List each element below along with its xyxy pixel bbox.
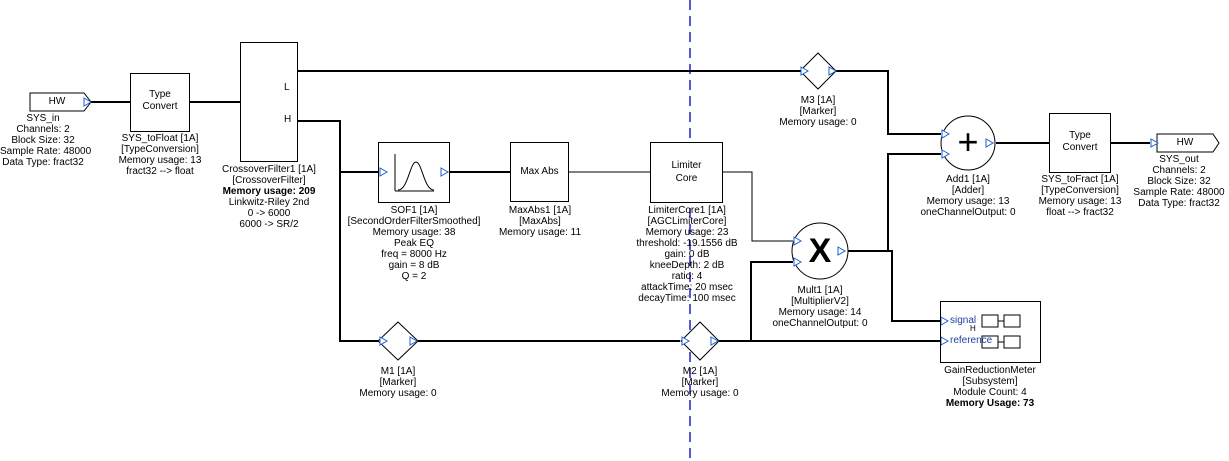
m3-label: M3 [1A][Marker]Memory usage: 0 — [779, 95, 857, 128]
mult1-label: Mult1 [1A][MultiplierV2]Memory usage: 14… — [772, 285, 868, 329]
sys-in-block[interactable] — [29, 92, 92, 112]
wire-crossover-h-to-sof1 — [298, 120, 378, 173]
wire-m2-to-mult1 — [719, 261, 793, 342]
sys-tofract-block[interactable] — [1049, 113, 1111, 173]
wire-m3-to-add1 — [836, 70, 941, 135]
m1-marker[interactable] — [377, 321, 419, 361]
m2-marker[interactable] — [680, 321, 720, 361]
add1-symbol: + — [957, 121, 979, 162]
sys-out-box-label: HW — [1176, 137, 1194, 148]
crossover-label: CrossoverFilter1 [1A][CrossoverFilter] M… — [222, 164, 316, 230]
wire-crossover-h-to-m1 — [339, 172, 378, 342]
crossover-filter-block[interactable] — [240, 42, 298, 162]
add1-block[interactable] — [940, 115, 996, 171]
sys-in-box-label: HW — [48, 96, 66, 107]
crossover-pin-h: H — [284, 114, 292, 125]
wire-limiter-to-mult1 — [723, 171, 793, 242]
sof1-block[interactable] — [378, 142, 450, 203]
wires — [91, 70, 1150, 342]
mult1-block[interactable] — [791, 222, 849, 280]
peak-eq-icon — [394, 154, 435, 192]
sof1-label: SOF1 [1A][SecondOrderFilterSmoothed]Memo… — [347, 205, 481, 282]
maxabs-block[interactable] — [510, 142, 569, 202]
m1-label: M1 [1A][Marker]Memory usage: 0 — [359, 366, 437, 399]
thin-wires — [569, 171, 793, 242]
m3-marker[interactable] — [799, 52, 837, 90]
sys-out-block[interactable] — [1156, 133, 1220, 153]
sys-tofract-label: SYS_toFract [1A][TypeConversion]Memory u… — [1038, 174, 1122, 218]
maxabs-box-label: Max Abs — [520, 166, 559, 177]
sys-tofloat-block[interactable] — [130, 73, 190, 132]
meter-pin-h: H — [970, 324, 976, 333]
crossover-pin-l: L — [284, 82, 290, 93]
limiter-core-block[interactable] — [650, 142, 723, 203]
meter-pin-reference: reference — [950, 335, 993, 346]
meter-pin-signal: signal — [950, 315, 977, 326]
limiter-label: LimiterCore1 [1A][AGCLimiterCore]Memory … — [636, 205, 738, 304]
m2-label: M2 [1A][Marker]Memory usage: 0 — [661, 366, 739, 399]
gain-reduction-meter-block[interactable] — [940, 301, 1041, 363]
mult1-symbol: X — [808, 232, 832, 270]
sys-tofloat-label: SYS_toFloat [1A][TypeConversion]Memory u… — [118, 133, 202, 177]
gain-meter-label: GainReductionMeter[Subsystem]Module Coun… — [944, 365, 1036, 409]
wire-mult1-to-meter-signal — [848, 250, 940, 322]
gain-meter-inner-boxes — [981, 314, 1021, 349]
maxabs-label: MaxAbs1 [1A][MaxAbs]Memory usage: 11 — [498, 205, 582, 238]
